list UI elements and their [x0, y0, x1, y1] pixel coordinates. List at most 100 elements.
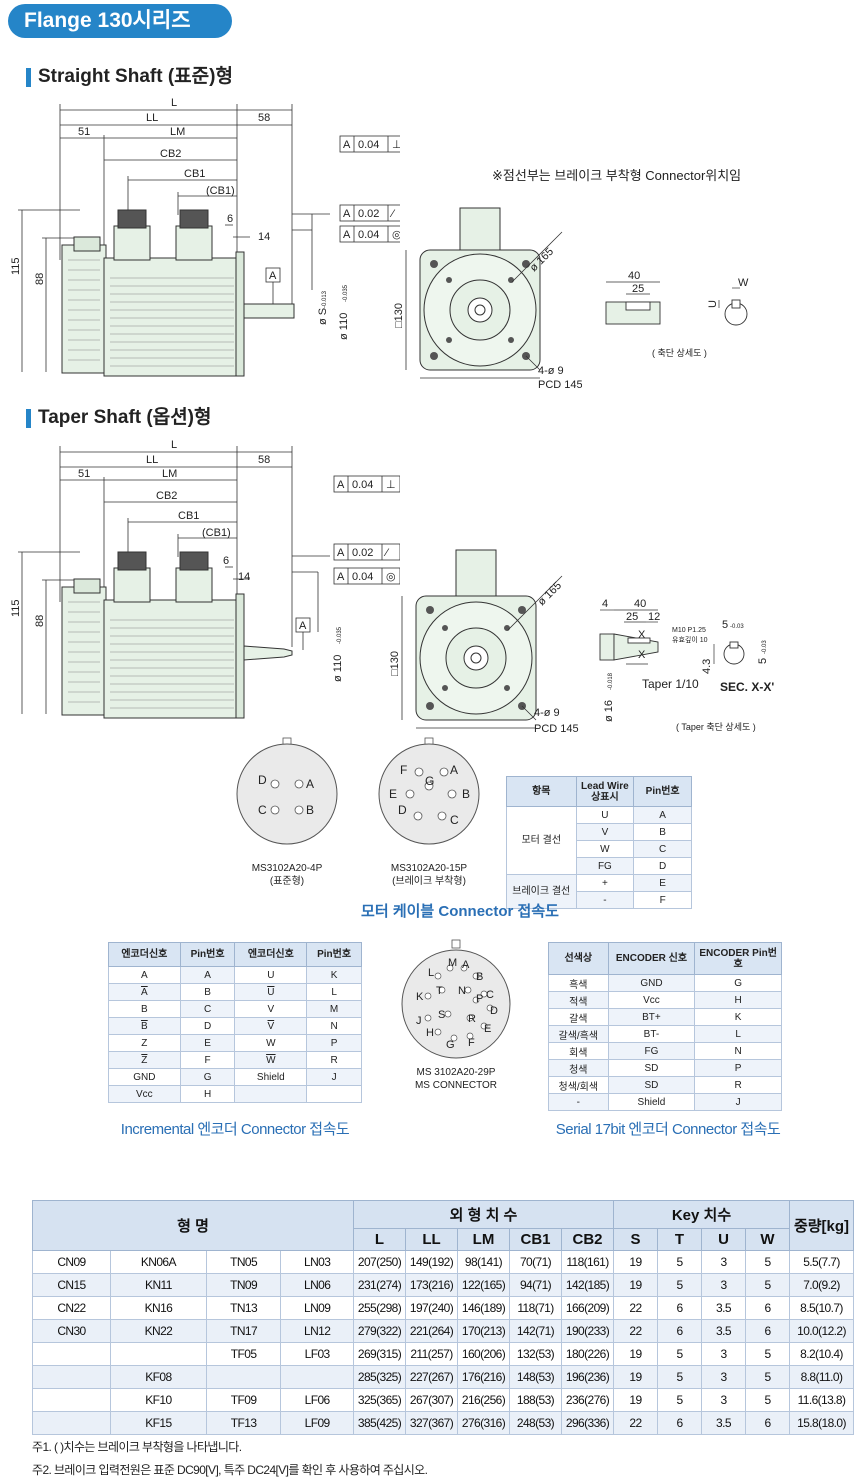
spec-cell: 216(256): [457, 1388, 510, 1412]
spec-cell: 118(71): [509, 1296, 562, 1320]
spec-cell: 285(325): [353, 1365, 406, 1389]
spec-cell: LN12: [280, 1319, 354, 1343]
spec-header-outer: 외 형 치 수: [353, 1200, 614, 1229]
spec-col-u: U: [701, 1228, 746, 1251]
dim-LL: LL: [146, 112, 158, 124]
spec-cell: 5: [745, 1342, 790, 1366]
svg-text:⁄: ⁄: [383, 547, 390, 559]
spec-cell: LN03: [280, 1250, 354, 1274]
conn15-sub: (브레이크 부착형): [392, 876, 466, 887]
ms-pin-N: N: [458, 985, 466, 997]
spec-cell: 6: [745, 1296, 790, 1320]
svg-text:◎: ◎: [386, 571, 396, 583]
spec-cell: 7.0(9.2): [789, 1273, 854, 1297]
detail-25: 25: [632, 283, 644, 295]
spec-cell: 22: [613, 1411, 658, 1435]
spec-cell: 22: [613, 1319, 658, 1343]
spec-cell: [32, 1365, 111, 1389]
ms-pin-K: K: [416, 991, 424, 1003]
spec-col-s: S: [613, 1228, 658, 1251]
taper-shaft-detail: 4 40 25 12 X X M10 P1.25 유효깊이 10 Taper 1…: [588, 594, 788, 724]
taper-shaft-title: Taper Shaft (옵션)형: [26, 407, 211, 429]
dim-88: 88: [34, 273, 46, 285]
spec-cell: 255(298): [353, 1296, 406, 1320]
inc-header-signal-1: 엔코더신호: [108, 942, 181, 967]
straight-front-view: ø 165 □130 4-ø 9 PCD 145: [392, 200, 582, 400]
conn15-pin-G: G: [425, 774, 434, 788]
spec-cell: 248(53): [509, 1411, 562, 1435]
t-detail-25: 25: [626, 611, 638, 623]
spec-cell: [205, 1365, 282, 1389]
spec-cell: TF05: [205, 1342, 282, 1366]
dim-14: 14: [258, 231, 270, 243]
straight-shaft-title: Straight Shaft (표준)형: [26, 66, 233, 88]
spec-cell: 207(250): [353, 1250, 406, 1274]
svg-text:⊥: ⊥: [386, 479, 396, 491]
spec-cell: 94(71): [509, 1273, 562, 1297]
front-holes: 4-ø 9: [538, 365, 564, 377]
tol2-value: 0.02: [358, 208, 379, 220]
t-detail-taper: Taper 1/10: [642, 677, 699, 691]
spec-cell: 5: [745, 1273, 790, 1297]
spec-cell: [280, 1365, 354, 1389]
spec-cell: 180(226): [561, 1342, 614, 1366]
t-dim-CB1-brake: (CB1): [202, 527, 231, 539]
conn4-pin-C: C: [258, 803, 267, 817]
spec-cell: 19: [613, 1365, 658, 1389]
spec-cell: 325(365): [353, 1388, 406, 1412]
spec-cell: 236(276): [561, 1388, 614, 1412]
spec-cell: [32, 1342, 111, 1366]
spec-cell: 3.5: [701, 1296, 746, 1320]
straight-side-view: L LL 58 51 LM CB2 CB1 (CB1) 6 14 A 115 8…: [0, 90, 400, 390]
t-detail-43: 4.3: [701, 659, 713, 674]
tol2-datum: A: [343, 208, 351, 220]
spec-cell: 142(185): [561, 1273, 614, 1297]
dim-L: L: [171, 97, 177, 109]
spec-cell: 188(53): [509, 1388, 562, 1412]
series-title-badge: Flange 130시리즈: [8, 4, 232, 38]
dim-115: 115: [10, 257, 22, 275]
t-tol1-value: 0.04: [352, 479, 373, 491]
spec-cell: CN30: [32, 1319, 111, 1343]
tol1-datum: A: [343, 139, 351, 151]
t-detail-X2: X: [638, 649, 646, 661]
spec-cell: CN22: [32, 1296, 111, 1320]
spec-cell: 11.6(13.8): [789, 1388, 854, 1412]
ms-pin-P: P: [476, 993, 483, 1005]
spec-cell: 211(257): [405, 1342, 458, 1366]
spec-cell: [109, 1342, 207, 1366]
straight-detail-caption: ( 축단 상세도 ): [652, 348, 707, 358]
t-dim-58: 58: [258, 454, 270, 466]
motor-pin-header-lead: Lead Wire 상표시: [575, 776, 635, 807]
spec-cell: LF09: [280, 1411, 354, 1435]
datum-A: A: [269, 270, 277, 282]
spec-cell: TF13: [205, 1411, 282, 1435]
spec-cell: LF06: [280, 1388, 354, 1412]
motor-group-label: 모터 결선: [506, 806, 577, 875]
connector-4p-diagram: D A C B: [232, 736, 342, 846]
spec-cell: KF15: [109, 1411, 207, 1435]
table-row: 브레이크 결선 + E: [506, 874, 692, 909]
spec-cell: 221(264): [405, 1319, 458, 1343]
connector-15p-diagram: F A G E B D C: [374, 736, 484, 846]
serial-title: Serial 17bit 엔코더 Connector 접속도: [555, 1121, 781, 1138]
spec-cell: TN17: [205, 1319, 282, 1343]
spec-header-weight: 중량[kg]: [789, 1200, 854, 1251]
serial-header-signal: ENCODER 신호: [607, 942, 696, 975]
t-dim-flange-tol: -0.035: [337, 626, 343, 644]
t-front-holes: 4-ø 9: [534, 707, 560, 719]
spec-col-t: T: [657, 1228, 702, 1251]
spec-cell: 98(141): [457, 1250, 510, 1274]
spec-cell: TN05: [205, 1250, 282, 1274]
ms-pin-F: F: [468, 1037, 475, 1049]
ms-pin-G: G: [446, 1039, 455, 1051]
